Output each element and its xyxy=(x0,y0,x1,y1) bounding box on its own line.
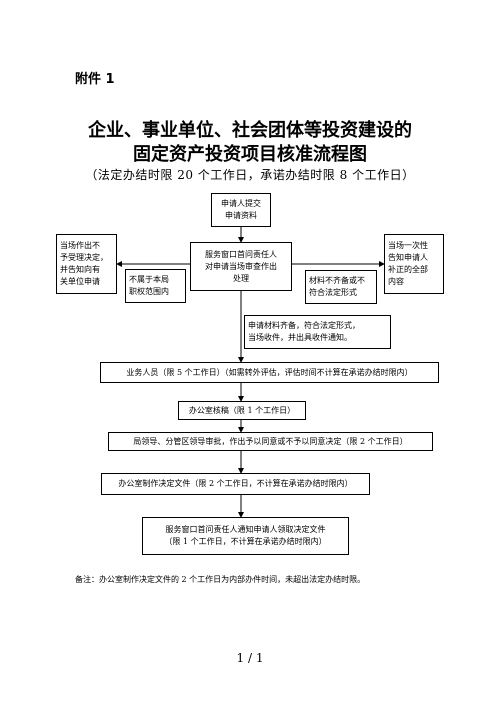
reject-text: 当场作出不 予受理决定， 并告知向有 关单位申请 xyxy=(60,241,108,286)
window-review-box: 服务窗口首问责任人 对申请当场审查作出 处理 xyxy=(190,242,292,291)
final-notice-text: 服务窗口首问责任人通知申请人领取决定文件 （限 1 个工作日，不计算在承诺办结时… xyxy=(164,525,327,546)
footnote: 备注：办公室制作决定文件的 2 个工作日为内部办件时间，未超出法定办结时限。 xyxy=(75,575,366,584)
notify-box: 当场一次性 告知申请人 补正的全部 内容 xyxy=(384,234,444,294)
submit-box: 申请人提交 申请资料 xyxy=(211,193,271,227)
complete-box: 申请材料齐备，符合法定形式， 当场收件，并出具收件通知。 xyxy=(244,315,391,349)
final-notice-box: 服务窗口首问责任人通知申请人领取决定文件 （限 1 个工作日，不计算在承诺办结时… xyxy=(142,517,349,555)
notify-text: 当场一次性 告知申请人 补正的全部 内容 xyxy=(388,241,428,286)
subtitle-time-limit: （法定办结时限 20 个工作日，承诺办结时限 8 个工作日） xyxy=(85,168,415,182)
office-check-text: 办公室核稿（限 1 个工作日） xyxy=(188,405,296,415)
window-review-text: 服务窗口首问责任人 对申请当场审查作出 处理 xyxy=(205,249,277,283)
page-number: 1 / 1 xyxy=(236,651,264,665)
out-of-scope-box: 不属于本局 职权范围内 xyxy=(125,269,186,303)
title-line-1: 企业、事业单位、社会团体等投资建设的 xyxy=(88,120,412,141)
leader-approval-box: 局领导、分管区领导审批，作出予以同意或不予以同意决定（限 2 个工作日） xyxy=(108,432,433,451)
reject-box: 当场作出不 予受理决定， 并告知向有 关单位申请 xyxy=(56,234,117,294)
complete-text: 申请材料齐备，符合法定形式， 当场收件，并出具收件通知。 xyxy=(248,321,360,342)
staff-box: 业务人员（限 5 个工作日）（如需转外评估，评估时间不计算在承诺办结时限内） xyxy=(100,362,439,383)
submit-text: 申请人提交 申请资料 xyxy=(221,199,261,220)
staff-text: 业务人员（限 5 个工作日）（如需转外评估，评估时间不计算在承诺办结时限内） xyxy=(126,367,413,377)
incomplete-text: 材料不齐备或不 符合法定形式 xyxy=(309,276,365,297)
title-line-2: 固定资产投资项目核准流程图 xyxy=(133,144,367,165)
out-of-scope-text: 不属于本局 职权范围内 xyxy=(129,275,169,296)
office-doc-box: 办公室制作决定文件（限 2 个工作日，不计算在承诺办结时限内） xyxy=(101,473,370,495)
attachment-label: 附件 1 xyxy=(75,72,115,87)
incomplete-box: 材料不齐备或不 符合法定形式 xyxy=(305,270,377,304)
office-check-box: 办公室核稿（限 1 个工作日） xyxy=(178,401,306,420)
leader-approval-text: 局领导、分管区领导审批，作出予以同意或不予以同意决定（限 2 个工作日） xyxy=(133,436,408,446)
office-doc-text: 办公室制作决定文件（限 2 个工作日，不计算在承诺办结时限内） xyxy=(118,479,353,488)
